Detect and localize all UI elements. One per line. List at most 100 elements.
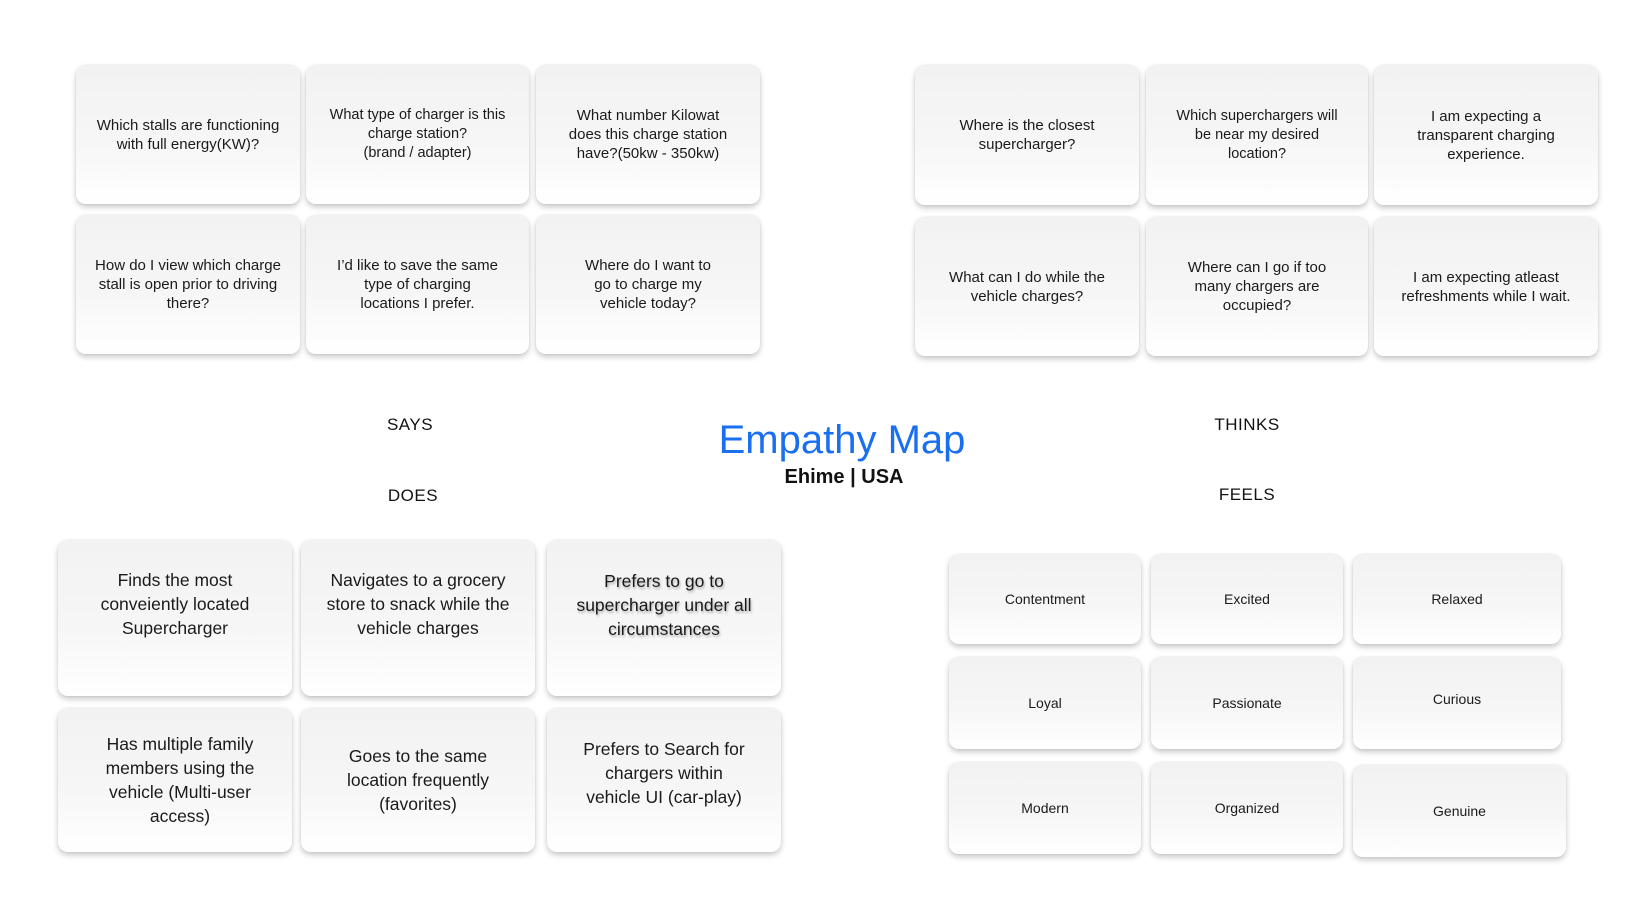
thinks-card-1[interactable]: Where is the closest supercharger?: [915, 65, 1139, 205]
feels-card-genuine[interactable]: Genuine: [1353, 765, 1566, 857]
does-card-3[interactable]: Prefers to go to supercharger under all …: [547, 540, 781, 696]
text-line: What can I do while the: [949, 268, 1105, 286]
text-line: vehicle charges: [357, 618, 479, 638]
does-card-6[interactable]: Prefers to Search for chargers within ve…: [547, 708, 781, 852]
text-line: supercharger under all: [576, 595, 752, 615]
says-card-6[interactable]: Where do I want to go to charge my vehic…: [536, 215, 760, 354]
text-line: Has multiple family: [106, 734, 254, 754]
feels-card-modern[interactable]: Modern: [949, 762, 1141, 854]
text-line: circumstances: [608, 619, 720, 639]
text-line: Where is the closest: [959, 117, 1095, 134]
page-subtitle: Ehime | USA: [784, 466, 904, 488]
does-label: DOES: [387, 486, 439, 505]
text-line: vehicle (Multi-user: [109, 782, 251, 802]
thinks-card-3[interactable]: I am expecting a transparent charging ex…: [1374, 65, 1598, 205]
card-text: Finds the most conveiently located Super…: [101, 568, 250, 640]
text-line: with full energy(KW)?: [116, 135, 260, 153]
text-line: Prefers to Search for: [583, 739, 745, 759]
card-text: Has multiple family members using the ve…: [106, 732, 255, 828]
text-line: Supercharger: [121, 618, 229, 638]
text-line: Finds the most: [117, 570, 233, 590]
says-card-5[interactable]: I’d like to save the same type of chargi…: [306, 215, 529, 354]
card-text: Where is the closest supercharger?: [959, 116, 1094, 154]
does-card-1[interactable]: Finds the most conveiently located Super…: [58, 540, 292, 696]
feels-card-relaxed[interactable]: Relaxed: [1353, 554, 1561, 644]
says-card-2[interactable]: What type of charger is this charge stat…: [306, 65, 529, 204]
text-line: be near my desired: [1194, 126, 1320, 143]
card-text: Goes to the same location frequently (fa…: [347, 744, 489, 816]
text-line: Goes to the same: [348, 746, 488, 766]
text-line: chargers within: [605, 763, 723, 783]
card-text: Where do I want to go to charge my vehic…: [585, 256, 711, 313]
text-line: What type of charger is this: [329, 107, 506, 123]
text-line: Where do I want to: [585, 257, 711, 274]
text-line: locations I prefer.: [360, 295, 475, 312]
text-line: Prefers to go to: [604, 571, 724, 591]
says-card-1[interactable]: Which stalls are functioning with full e…: [76, 65, 300, 204]
text-line: Which superchargers will: [1176, 107, 1338, 124]
text-line: What number Kilowat: [576, 107, 720, 124]
feel-label: Excited: [1224, 591, 1270, 607]
text-line: supercharger?: [978, 136, 1076, 153]
feels-card-contentment[interactable]: Contentment: [949, 554, 1141, 644]
text-line: (favorites): [379, 794, 457, 814]
card-text: Prefers to go to supercharger under all …: [576, 569, 751, 641]
text-line: experience.: [1447, 145, 1525, 163]
text-line: vehicle today?: [600, 295, 696, 312]
text-line: members using the: [105, 758, 255, 778]
text-line: charge station?: [367, 126, 468, 142]
text-line: vehicle charges?: [970, 287, 1084, 305]
card-text: I’d like to save the same type of chargi…: [337, 256, 498, 313]
feel-label: Passionate: [1212, 695, 1282, 711]
text-line: there?: [166, 295, 210, 312]
card-text: Which superchargers will be near my desi…: [1176, 107, 1337, 164]
text-line: vehicle UI (car-play): [586, 787, 742, 807]
feel-label: Loyal: [1028, 695, 1062, 711]
text-line: Which stalls are functioning: [96, 116, 280, 134]
card-text: I am expecting atleast refreshments whil…: [1401, 268, 1570, 306]
card-text: Prefers to Search for chargers within ve…: [583, 737, 744, 809]
text-line: transparent charging: [1417, 126, 1555, 144]
feels-card-passionate[interactable]: Passionate: [1151, 657, 1343, 749]
text-line: I’d like to save the same: [337, 257, 498, 274]
text-line: Navigates to a grocery: [330, 570, 506, 590]
says-card-3[interactable]: What number Kilowat does this charge sta…: [536, 65, 760, 204]
says-card-4[interactable]: How do I view which charge stall is open…: [76, 215, 300, 354]
says-label: SAYS: [386, 415, 434, 434]
card-text: Where can I go if too many chargers are …: [1188, 258, 1326, 315]
text-line: refreshments while I wait.: [1401, 287, 1571, 305]
card-text: I am expecting a transparent charging ex…: [1417, 107, 1555, 164]
does-card-4[interactable]: Has multiple family members using the ve…: [58, 708, 292, 852]
card-text: What type of charger is this charge stat…: [330, 106, 506, 163]
feels-card-loyal[interactable]: Loyal: [949, 657, 1141, 749]
thinks-card-2[interactable]: Which superchargers will be near my desi…: [1146, 65, 1368, 205]
feel-label: Modern: [1021, 800, 1069, 816]
card-text: Navigates to a grocery store to snack wh…: [327, 568, 510, 640]
does-card-5[interactable]: Goes to the same location frequently (fa…: [301, 708, 535, 852]
feels-card-excited[interactable]: Excited: [1151, 554, 1343, 644]
thinks-card-4[interactable]: What can I do while the vehicle charges?: [915, 217, 1139, 356]
thinks-card-6[interactable]: I am expecting atleast refreshments whil…: [1374, 217, 1598, 356]
feels-card-organized[interactable]: Organized: [1151, 762, 1343, 854]
feel-label: Curious: [1432, 691, 1482, 707]
text-line: I am expecting a: [1430, 107, 1542, 125]
feel-label: Genuine: [1433, 803, 1486, 819]
text-line: (brand / adapter): [363, 145, 472, 161]
text-line: does this charge station: [568, 126, 728, 143]
card-text: What number Kilowat does this charge sta…: [569, 106, 727, 163]
feels-label: FEELS: [1218, 485, 1276, 504]
page-title: Empathy Map: [718, 418, 966, 462]
does-card-2[interactable]: Navigates to a grocery store to snack wh…: [301, 540, 535, 696]
text-line: go to charge my: [594, 276, 702, 293]
thinks-card-5[interactable]: Where can I go if too many chargers are …: [1146, 217, 1368, 356]
card-text: What can I do while the vehicle charges?: [949, 268, 1105, 306]
card-text: How do I view which charge stall is open…: [95, 256, 281, 313]
feels-card-curious[interactable]: Curious: [1353, 657, 1561, 749]
feel-label: Relaxed: [1431, 591, 1483, 607]
text-line: have?(50kw - 350kw): [576, 145, 720, 162]
feel-label: Organized: [1214, 800, 1280, 816]
thinks-label: THINKS: [1214, 415, 1280, 434]
card-text: Which stalls are functioning with full e…: [97, 116, 280, 154]
text-line: type of charging: [364, 276, 471, 293]
text-line: conveiently located: [100, 594, 250, 614]
